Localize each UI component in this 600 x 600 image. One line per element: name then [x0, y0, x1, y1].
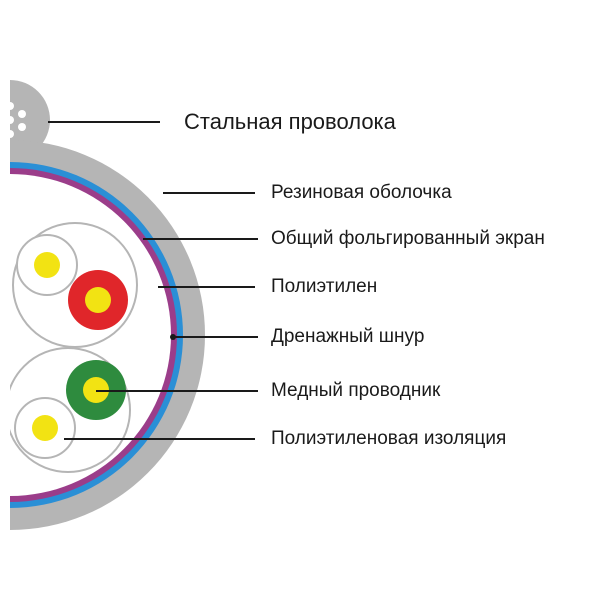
label-rubber-sheath: Резиновая оболочка: [271, 182, 452, 203]
label-polyethylene: Полиэтилен: [271, 276, 378, 297]
label-pe-insulation: Полиэтиленовая изоляция: [271, 428, 507, 449]
label-steel-wire: Стальная проволока: [184, 109, 396, 134]
steel-wire: [10, 80, 50, 160]
copper-core-2: [85, 287, 111, 313]
label-copper-conductor: Медный проводник: [271, 380, 441, 401]
label-foil-screen: Общий фольгированный экран: [271, 228, 545, 249]
copper-core-1: [34, 252, 60, 278]
drain-wire-dot: [170, 334, 176, 340]
lower-pair-outline: [10, 347, 131, 473]
copper-core-4: [32, 415, 58, 441]
label-drain-wire: Дренажный шнур: [271, 326, 425, 347]
upper-pair-outline: [12, 222, 138, 348]
